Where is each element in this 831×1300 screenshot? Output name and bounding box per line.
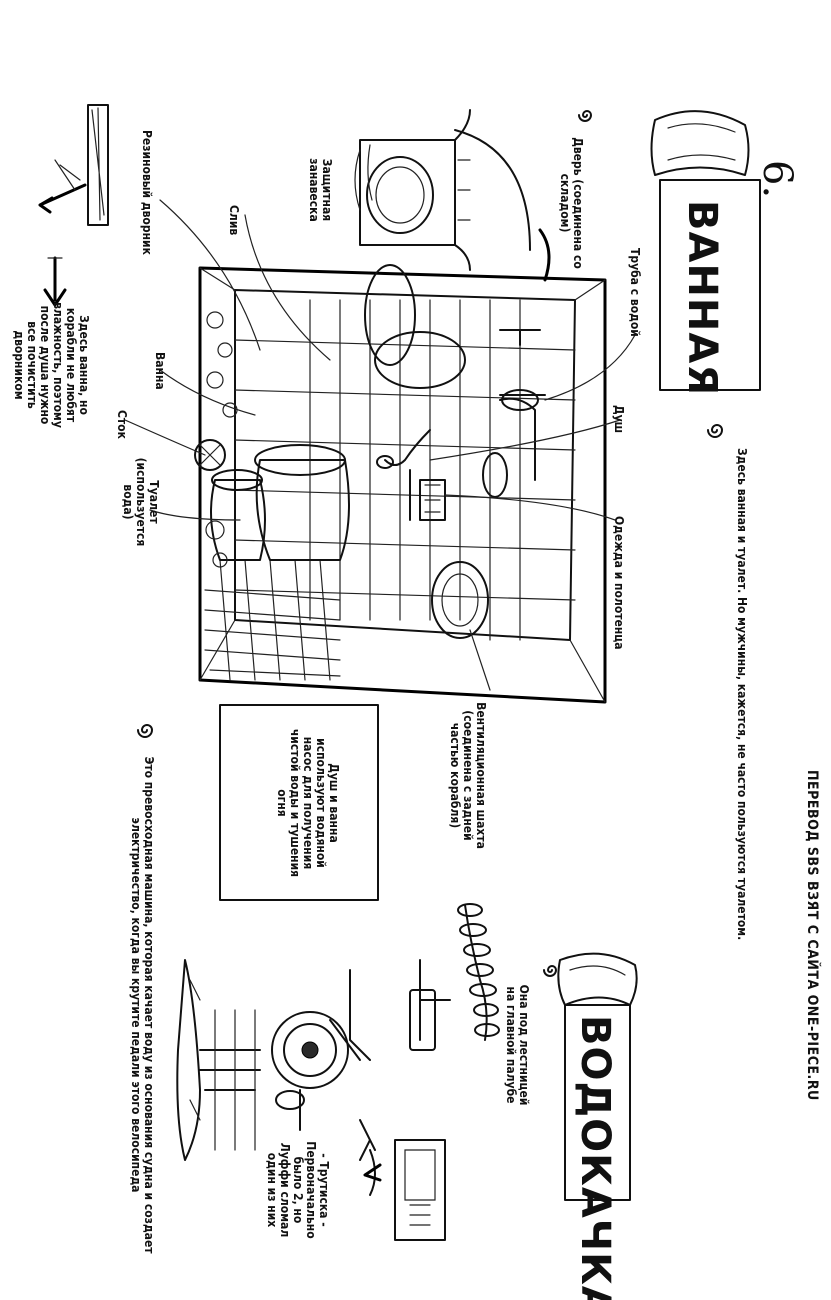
- label-drainage: Сток: [115, 410, 129, 439]
- pump-note-box: [219, 704, 379, 901]
- pump-machine-sketch: [176, 959, 451, 1161]
- door-sketch: [354, 109, 551, 282]
- down-arrow-icon: [43, 256, 67, 307]
- spiral-bullets: [137, 110, 723, 977]
- label-vent: Вентиляционная шахта (соединена с задней…: [448, 702, 488, 849]
- pump-machine-note: Это превосходная машина, которая качает …: [129, 756, 156, 1254]
- page-number: 6.: [754, 160, 800, 199]
- label-drain: Слив: [227, 205, 241, 236]
- hatch-sketch: [363, 1139, 446, 1241]
- bathroom-title: ВАННАЯ: [679, 200, 725, 397]
- label-rubber-wiper: Резиновый дворник: [140, 130, 154, 255]
- bathroom-scroll-banner: [650, 110, 761, 391]
- label-door: Дверь (соединена со складом): [558, 137, 585, 269]
- bathroom-room-sketch: [194, 264, 607, 704]
- humidity-note: Здесь ванна, но корабли не любят влажнос…: [12, 302, 91, 428]
- pointer-scroll: [38, 104, 109, 226]
- coil-pipe: [457, 903, 500, 1041]
- pump-location: Она под лестницей на главной палубе: [504, 984, 531, 1106]
- pump-title: ВОДОКАЧКА: [572, 1015, 618, 1300]
- label-toilet: Туалет (используется вода): [121, 457, 161, 547]
- pump-bolt-note: - Трутиска - Первоначально было 2, но Лу…: [265, 1141, 331, 1239]
- credit-text: ПЕРЕВОД SBS ВЗЯТ С САЙТА ONE-PIECE.RU: [804, 770, 820, 1101]
- callout-lines: [124, 199, 636, 691]
- label-water-pipe: Труба с водой: [628, 248, 642, 337]
- bathroom-intro: Здесь ванная и туалет. Но мужчины, кажет…: [735, 448, 749, 941]
- label-bath: Ванна: [153, 352, 167, 390]
- pump-scroll-banner: [557, 952, 638, 1201]
- label-shower: Душ: [612, 405, 626, 434]
- label-curtain: Защитная занавеска: [307, 158, 334, 222]
- pump-box-note: Душ и ванна используют водяной насос для…: [275, 728, 341, 878]
- label-clothes: Одежда и полотенца: [612, 516, 626, 650]
